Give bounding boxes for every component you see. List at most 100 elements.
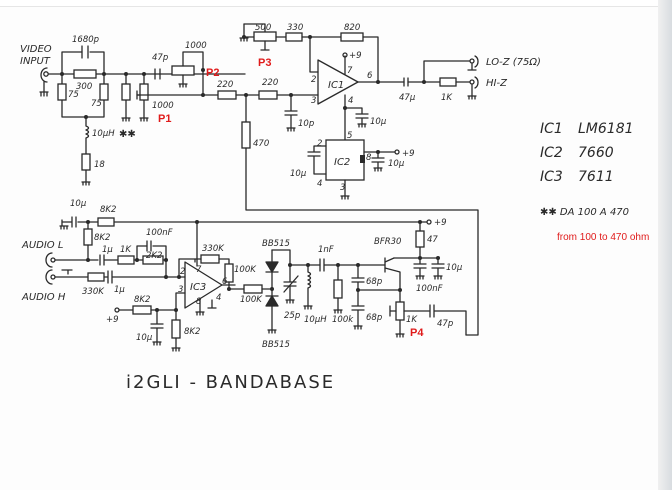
legend-ic3-part: 7611 (578, 169, 614, 185)
ic1-label: IC1 (328, 80, 344, 91)
pot-1k-label: 1K (406, 315, 418, 325)
legend-note-translation: from 100 to 470 ohm (557, 232, 649, 243)
cap-10u-bias-label: 10μ (136, 333, 153, 343)
res-1k-audio-label: 1K (120, 245, 132, 255)
video-input-label-1: VIDEO (20, 44, 52, 55)
res-8k2-gnd-label: 8K2 (184, 327, 200, 337)
res-75a-label: 75 (68, 90, 79, 100)
audio-circuit (45, 216, 432, 352)
cap-10u-top-label: 10μ (70, 199, 87, 209)
res-75b-label: 75 (91, 99, 102, 109)
ic1-pin6: 6 (367, 71, 373, 81)
res-330-label: 330 (287, 23, 303, 33)
inductor-10uh-label: 10μH (92, 129, 115, 139)
video-input-connector (39, 67, 49, 97)
ic3-pin4: 4 (216, 293, 221, 303)
res-2k2-label: 2K2 (146, 251, 162, 261)
res-47-label: 47 (427, 235, 438, 245)
cap-10u-rf-label: 10μ (446, 263, 463, 273)
ic2-label: IC2 (334, 157, 350, 168)
ic3-pin6: 6 (222, 277, 228, 287)
res-220a-label: 220 (217, 80, 233, 90)
varicap-bb515-bot-label: BB515 (262, 340, 290, 350)
p3-label: P3 (258, 57, 271, 69)
varicap-bb515-top-label: BB515 (262, 239, 290, 249)
res-8k2-top-label: 8K2 (100, 205, 116, 215)
res-8k2-bias-label: 8K2 (134, 295, 150, 305)
p1-label: P1 (158, 113, 171, 125)
legend-ic2-part: 7660 (578, 145, 614, 161)
res-8k2-v-label: 8K2 (94, 233, 110, 243)
pot-p2-value: 1000 (185, 41, 207, 51)
cap-47u-label: 47μ (399, 93, 416, 103)
legend-ic1-part: LM6181 (578, 121, 634, 137)
page-top-edge (0, 0, 672, 7)
ic3-pin2: 2 (180, 267, 185, 277)
res-100k-v-label: 100K (234, 265, 257, 275)
ic2-pin2: 2 (317, 139, 322, 149)
cap-1nf-label: 1nF (318, 245, 334, 255)
cap-68p-a-label: 68p (366, 277, 382, 287)
ic2-pin3: 3 (340, 183, 345, 193)
ic1-plus9: +9 (349, 51, 362, 61)
cap-10u-c-label: 10μ (388, 159, 405, 169)
rf-oscillator-circuit (265, 220, 467, 338)
res-470-label: 470 (253, 139, 269, 149)
cap-100nf-audio-label: 100nF (146, 228, 173, 238)
video-input-label-2: INPUT (20, 56, 51, 67)
pot-p1-value: 1000 (152, 101, 174, 111)
legend-ic1-name: IC1 (540, 121, 563, 137)
ic3-label: IC3 (190, 282, 206, 293)
cap-1u-a-label: 1μ (102, 245, 113, 255)
res-18-label: 18 (94, 160, 105, 170)
page-right-edge (658, 0, 672, 490)
ic1-pin3: 3 (311, 96, 316, 106)
asterisk-mark: ✱✱ (119, 129, 136, 140)
ic1-pin7: 7 (347, 66, 353, 76)
legend-ic2-name: IC2 (540, 145, 563, 161)
res-100k-out-label: 100K (240, 295, 263, 305)
transistor-bfr30-label: BFR30 (374, 237, 401, 247)
res-820-label: 820 (344, 23, 360, 33)
res-1k-label: 1K (441, 93, 453, 103)
cap-47p-label: 47p (152, 53, 168, 63)
cap-25p-label: 25p (284, 311, 300, 321)
p2-label: P2 (206, 67, 219, 79)
cap-10u-b-label: 10μ (290, 169, 307, 179)
ic2-pin5: 5 (347, 131, 352, 141)
inductor-10uh-rf-label: 10μH (304, 315, 327, 325)
ic2-pin8: 8 (366, 153, 372, 163)
ic3-pin3: 3 (178, 285, 183, 295)
cap-1680p-label: 1680p (72, 35, 99, 45)
video-input-network (48, 45, 246, 186)
res-100k-rf-label: 100k (332, 315, 354, 325)
pot-500-label: 500 (255, 23, 271, 33)
rf-plus9-label: +9 (434, 218, 447, 228)
hi-z-output-label: HI-Z (486, 78, 508, 89)
lo-z-output-label: LO-Z (75Ω) (486, 57, 541, 68)
audio-l-label: AUDIO L (21, 240, 63, 251)
cap-10p-label: 10p (298, 119, 314, 129)
p4-label: P4 (410, 327, 424, 339)
audio-plus9-label: +9 (106, 315, 119, 325)
res-330k-fb-label: 330K (202, 244, 225, 254)
legend-ic3-name: IC3 (540, 169, 563, 185)
cap-68p-b-label: 68p (366, 313, 382, 323)
cap-100nf-rf-label: 100nF (416, 284, 443, 294)
cap-10u-a-label: 10μ (370, 117, 387, 127)
ic1-pin2: 2 (311, 75, 316, 85)
cap-47p-rf-label: 47p (437, 319, 453, 329)
ic2-plus9: +9 (402, 149, 415, 159)
schematic-title: i2GLI - BANDABASE (126, 372, 335, 393)
res-300-label: 300 (76, 82, 92, 92)
ic1-pin4: 4 (348, 96, 353, 106)
ic1-circuit (202, 23, 479, 336)
legend-note: ✱✱ DA 100 A 470 (540, 207, 629, 218)
ic2-pin4: 4 (317, 179, 322, 189)
ic3-pin7: 7 (196, 265, 202, 275)
legend-block: IC1 LM6181 IC2 7660 IC3 7611 ✱✱ DA 100 A… (540, 121, 649, 243)
res-330k-in-label: 330K (82, 287, 105, 297)
res-220b-label: 220 (262, 78, 278, 88)
